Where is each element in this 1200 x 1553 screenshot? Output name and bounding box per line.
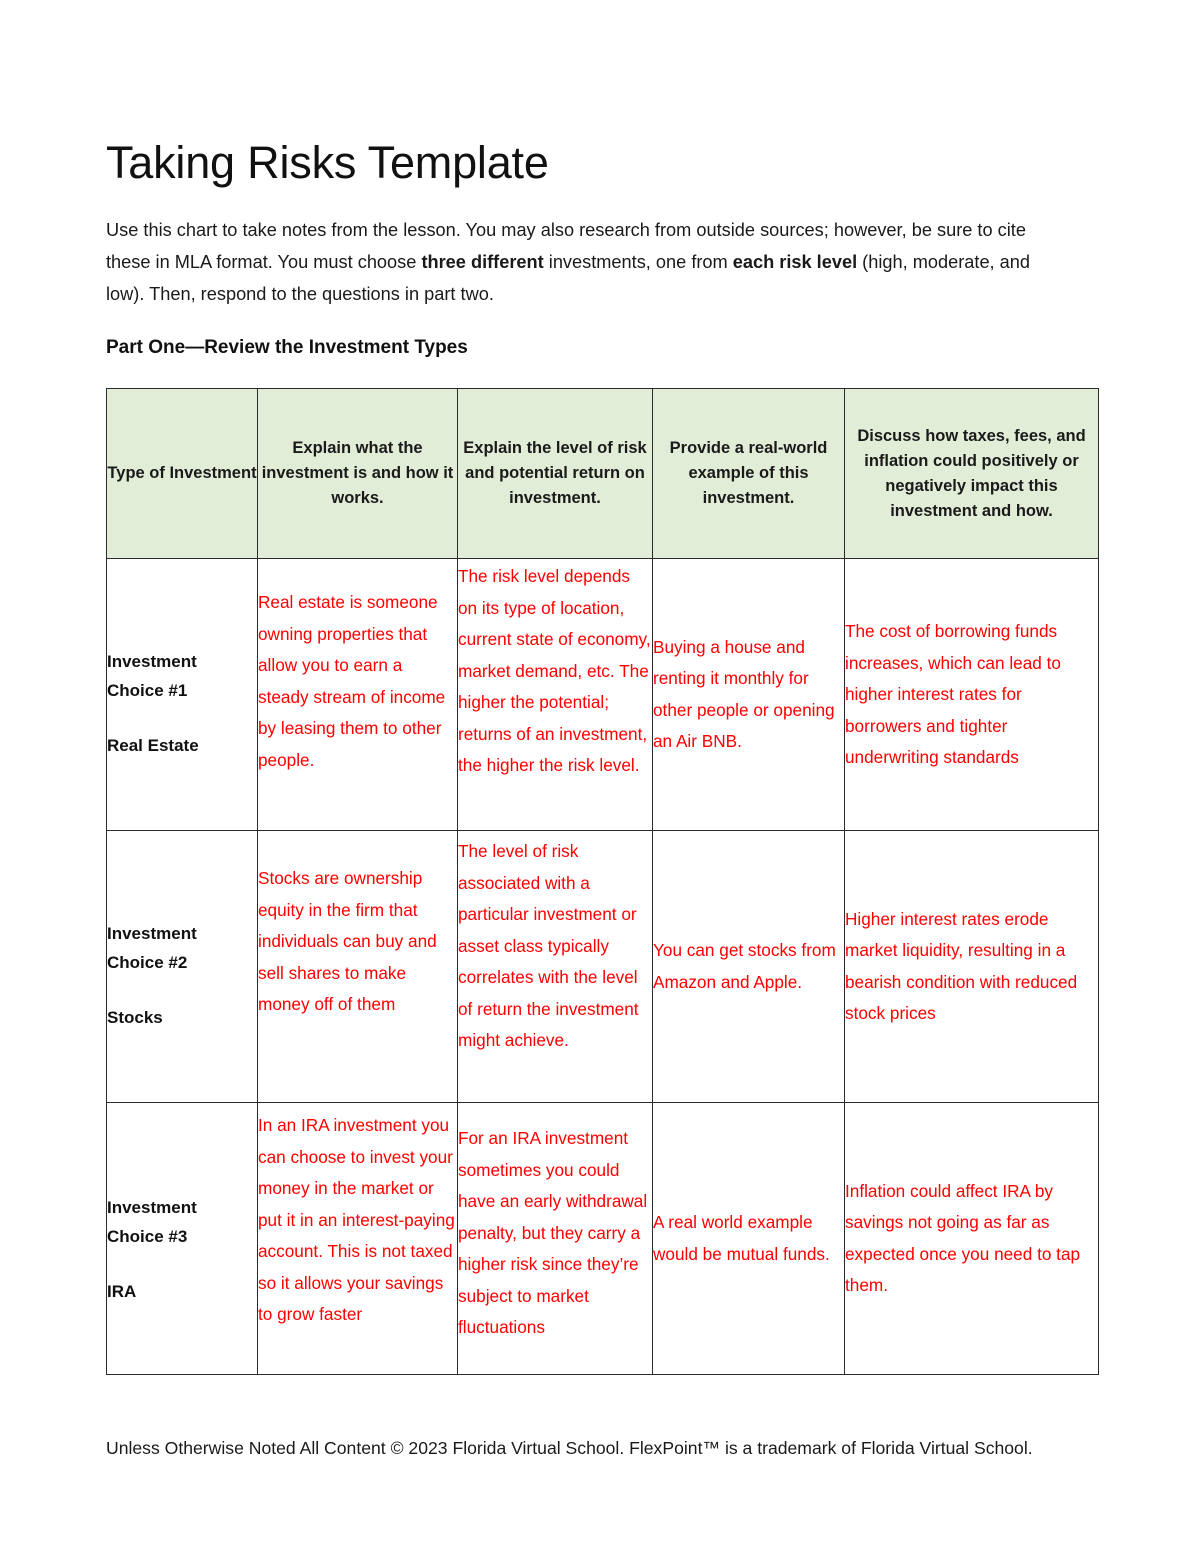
row-2-investment-name: Stocks xyxy=(107,1007,163,1027)
instructions-bold-each-risk-level: each risk level xyxy=(732,252,858,273)
row-2-what-it-is-cell[interactable]: Stocks are ownership equity in the firm … xyxy=(257,830,458,1104)
column-header-risk-and-return: Explain the level of risk and potential … xyxy=(457,388,653,560)
row-3-investment-name: IRA xyxy=(107,1282,137,1302)
instructions-bold-three-different: three different xyxy=(421,252,544,273)
row-1-real-world-example-cell[interactable]: Buying a house and renting it monthly fo… xyxy=(652,558,845,832)
row-1-choice-label: Investment Choice #1 xyxy=(107,651,197,700)
row-3-investment-type-cell: Investment Choice #3 IRA xyxy=(106,1102,258,1376)
instructions-paragraph: Use this chart to take notes from the le… xyxy=(106,188,1066,310)
page-title: Taking Risks Template xyxy=(106,137,549,188)
row-3-label-spacer xyxy=(107,1251,257,1277)
row-1-investment-name: Real Estate xyxy=(107,735,199,755)
investment-types-table: Type of Investment Explain what the inve… xyxy=(106,388,1099,1376)
row-1-risk-and-return-cell[interactable]: The risk level depends on its type of lo… xyxy=(457,558,653,832)
row-3-choice-label: Investment Choice #3 xyxy=(107,1198,197,1247)
row-2-taxes-fees-inflation-cell[interactable]: Higher interest rates erode market liqui… xyxy=(844,830,1099,1104)
table-row: Investment Choice #2 Stocks Stocks are o… xyxy=(106,830,1099,1104)
row-1-investment-type-cell: Investment Choice #1 Real Estate xyxy=(106,558,258,832)
row-2-investment-type-cell: Investment Choice #2 Stocks xyxy=(106,830,258,1104)
document-content: Taking Risks Template Use this chart to … xyxy=(106,0,1100,1376)
row-2-choice-label: Investment Choice #2 xyxy=(107,923,197,972)
row-1-label-spacer xyxy=(107,705,257,731)
instructions-text-part-3: (high, moderate, and low). Then, respond… xyxy=(106,252,1031,305)
table-header-row: Type of Investment Explain what the inve… xyxy=(106,388,1099,560)
copyright-footer: Unless Otherwise Noted All Content © 202… xyxy=(106,1438,1033,1458)
row-1-what-it-is-cell[interactable]: Real estate is someone owning properties… xyxy=(257,558,458,832)
row-3-what-it-is-cell[interactable]: In an IRA investment you can choose to i… xyxy=(257,1102,458,1376)
row-2-label-spacer xyxy=(107,977,257,1003)
table-header: Type of Investment Explain what the inve… xyxy=(106,388,1099,560)
table-row: Investment Choice #3 IRA In an IRA inves… xyxy=(106,1102,1099,1376)
instructions-text-part-1: Use this chart to take notes from the le… xyxy=(106,220,1026,273)
row-3-taxes-fees-inflation-cell[interactable]: Inflation could affect IRA by savings no… xyxy=(844,1102,1099,1376)
table-body: Investment Choice #1 Real Estate Real es… xyxy=(106,558,1099,1376)
column-header-real-world-example: Provide a real-world example of this inv… xyxy=(652,388,845,560)
row-2-risk-and-return-cell[interactable]: The level of risk associated with a part… xyxy=(457,830,653,1104)
column-header-what-investment-is: Explain what the investment is and how i… xyxy=(257,388,458,560)
row-3-risk-and-return-cell[interactable]: For an IRA investment sometimes you coul… xyxy=(457,1102,653,1376)
column-header-type-of-investment: Type of Investment xyxy=(106,388,258,560)
table-row: Investment Choice #1 Real Estate Real es… xyxy=(106,558,1099,832)
instructions-text-part-2: investments, one from xyxy=(543,252,733,273)
row-2-real-world-example-cell[interactable]: You can get stocks from Amazon and Apple… xyxy=(652,830,845,1104)
section-heading-part-one: Part One—Review the Investment Types xyxy=(106,337,468,359)
column-header-taxes-fees-inflation: Discuss how taxes, fees, and inflation c… xyxy=(844,388,1099,560)
row-3-real-world-example-cell[interactable]: A real world example would be mutual fun… xyxy=(652,1102,845,1376)
row-1-taxes-fees-inflation-cell[interactable]: The cost of borrowing funds increases, w… xyxy=(844,558,1099,832)
